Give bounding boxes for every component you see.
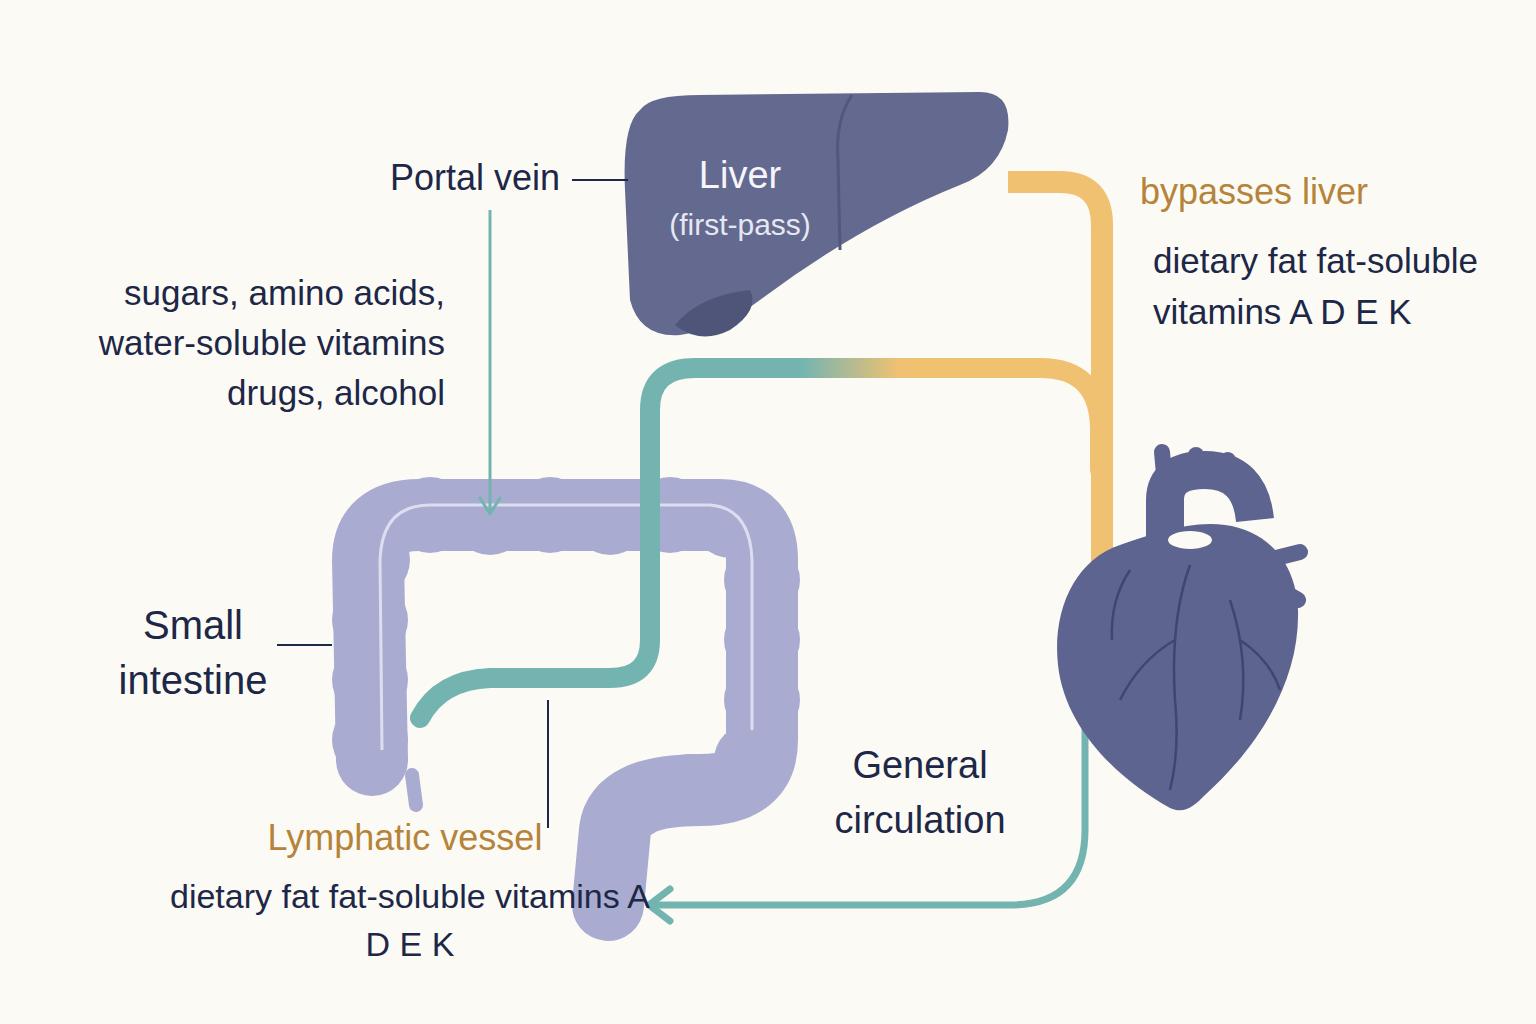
liver-lobe bbox=[625, 92, 1009, 335]
aorta-arch bbox=[1165, 470, 1255, 560]
vessel-label: Portal vein bbox=[320, 155, 560, 201]
coronary-line bbox=[1230, 600, 1243, 720]
route-label: General circulation bbox=[805, 738, 1035, 848]
circulation-route bbox=[652, 700, 1085, 905]
organ-note: (first-pass) bbox=[640, 200, 840, 250]
heart-vessel bbox=[1162, 452, 1165, 485]
liver-organ: Liver(first-pass) bbox=[600, 90, 1020, 350]
heart-vessel bbox=[1272, 585, 1298, 600]
intestine-body bbox=[368, 515, 762, 905]
heart-highlight bbox=[1168, 531, 1212, 549]
route-note: bypasses liver bbox=[1140, 169, 1460, 215]
portal-arrow bbox=[489, 210, 492, 512]
bypass-route bbox=[1008, 182, 1102, 570]
coronary-line bbox=[1120, 640, 1175, 700]
nutrient-list: dietary fat fat-soluble vitamins A D E K bbox=[1153, 235, 1518, 337]
lobe-divider bbox=[838, 95, 852, 250]
arrow-head bbox=[649, 889, 670, 921]
heart-vessel bbox=[1222, 460, 1228, 478]
intestine-organ: Small intestine bbox=[290, 460, 820, 930]
heart-vessel bbox=[1188, 455, 1204, 475]
appendix bbox=[412, 775, 416, 805]
coronary-line bbox=[1112, 570, 1130, 640]
heart-illustration bbox=[1057, 452, 1300, 810]
intestine-highlight bbox=[380, 505, 752, 750]
organ-label: Small intestine bbox=[90, 598, 296, 708]
leader-line bbox=[277, 644, 332, 646]
vessel-label: Lymphatic vessel bbox=[195, 815, 615, 861]
liver-lobe bbox=[675, 290, 753, 336]
coronary-line bbox=[1170, 565, 1190, 790]
intestine-bulge bbox=[601, 771, 669, 839]
organ-name: Liver bbox=[640, 150, 840, 200]
node-outline bbox=[290, 460, 820, 930]
leader-line bbox=[547, 700, 549, 828]
leader-line bbox=[572, 179, 628, 181]
heart-body bbox=[1057, 524, 1298, 810]
nutrient-list: sugars, amino acids, water-soluble vitam… bbox=[45, 268, 445, 418]
coronary-line bbox=[1240, 640, 1280, 690]
heart-vessel bbox=[1268, 552, 1300, 560]
